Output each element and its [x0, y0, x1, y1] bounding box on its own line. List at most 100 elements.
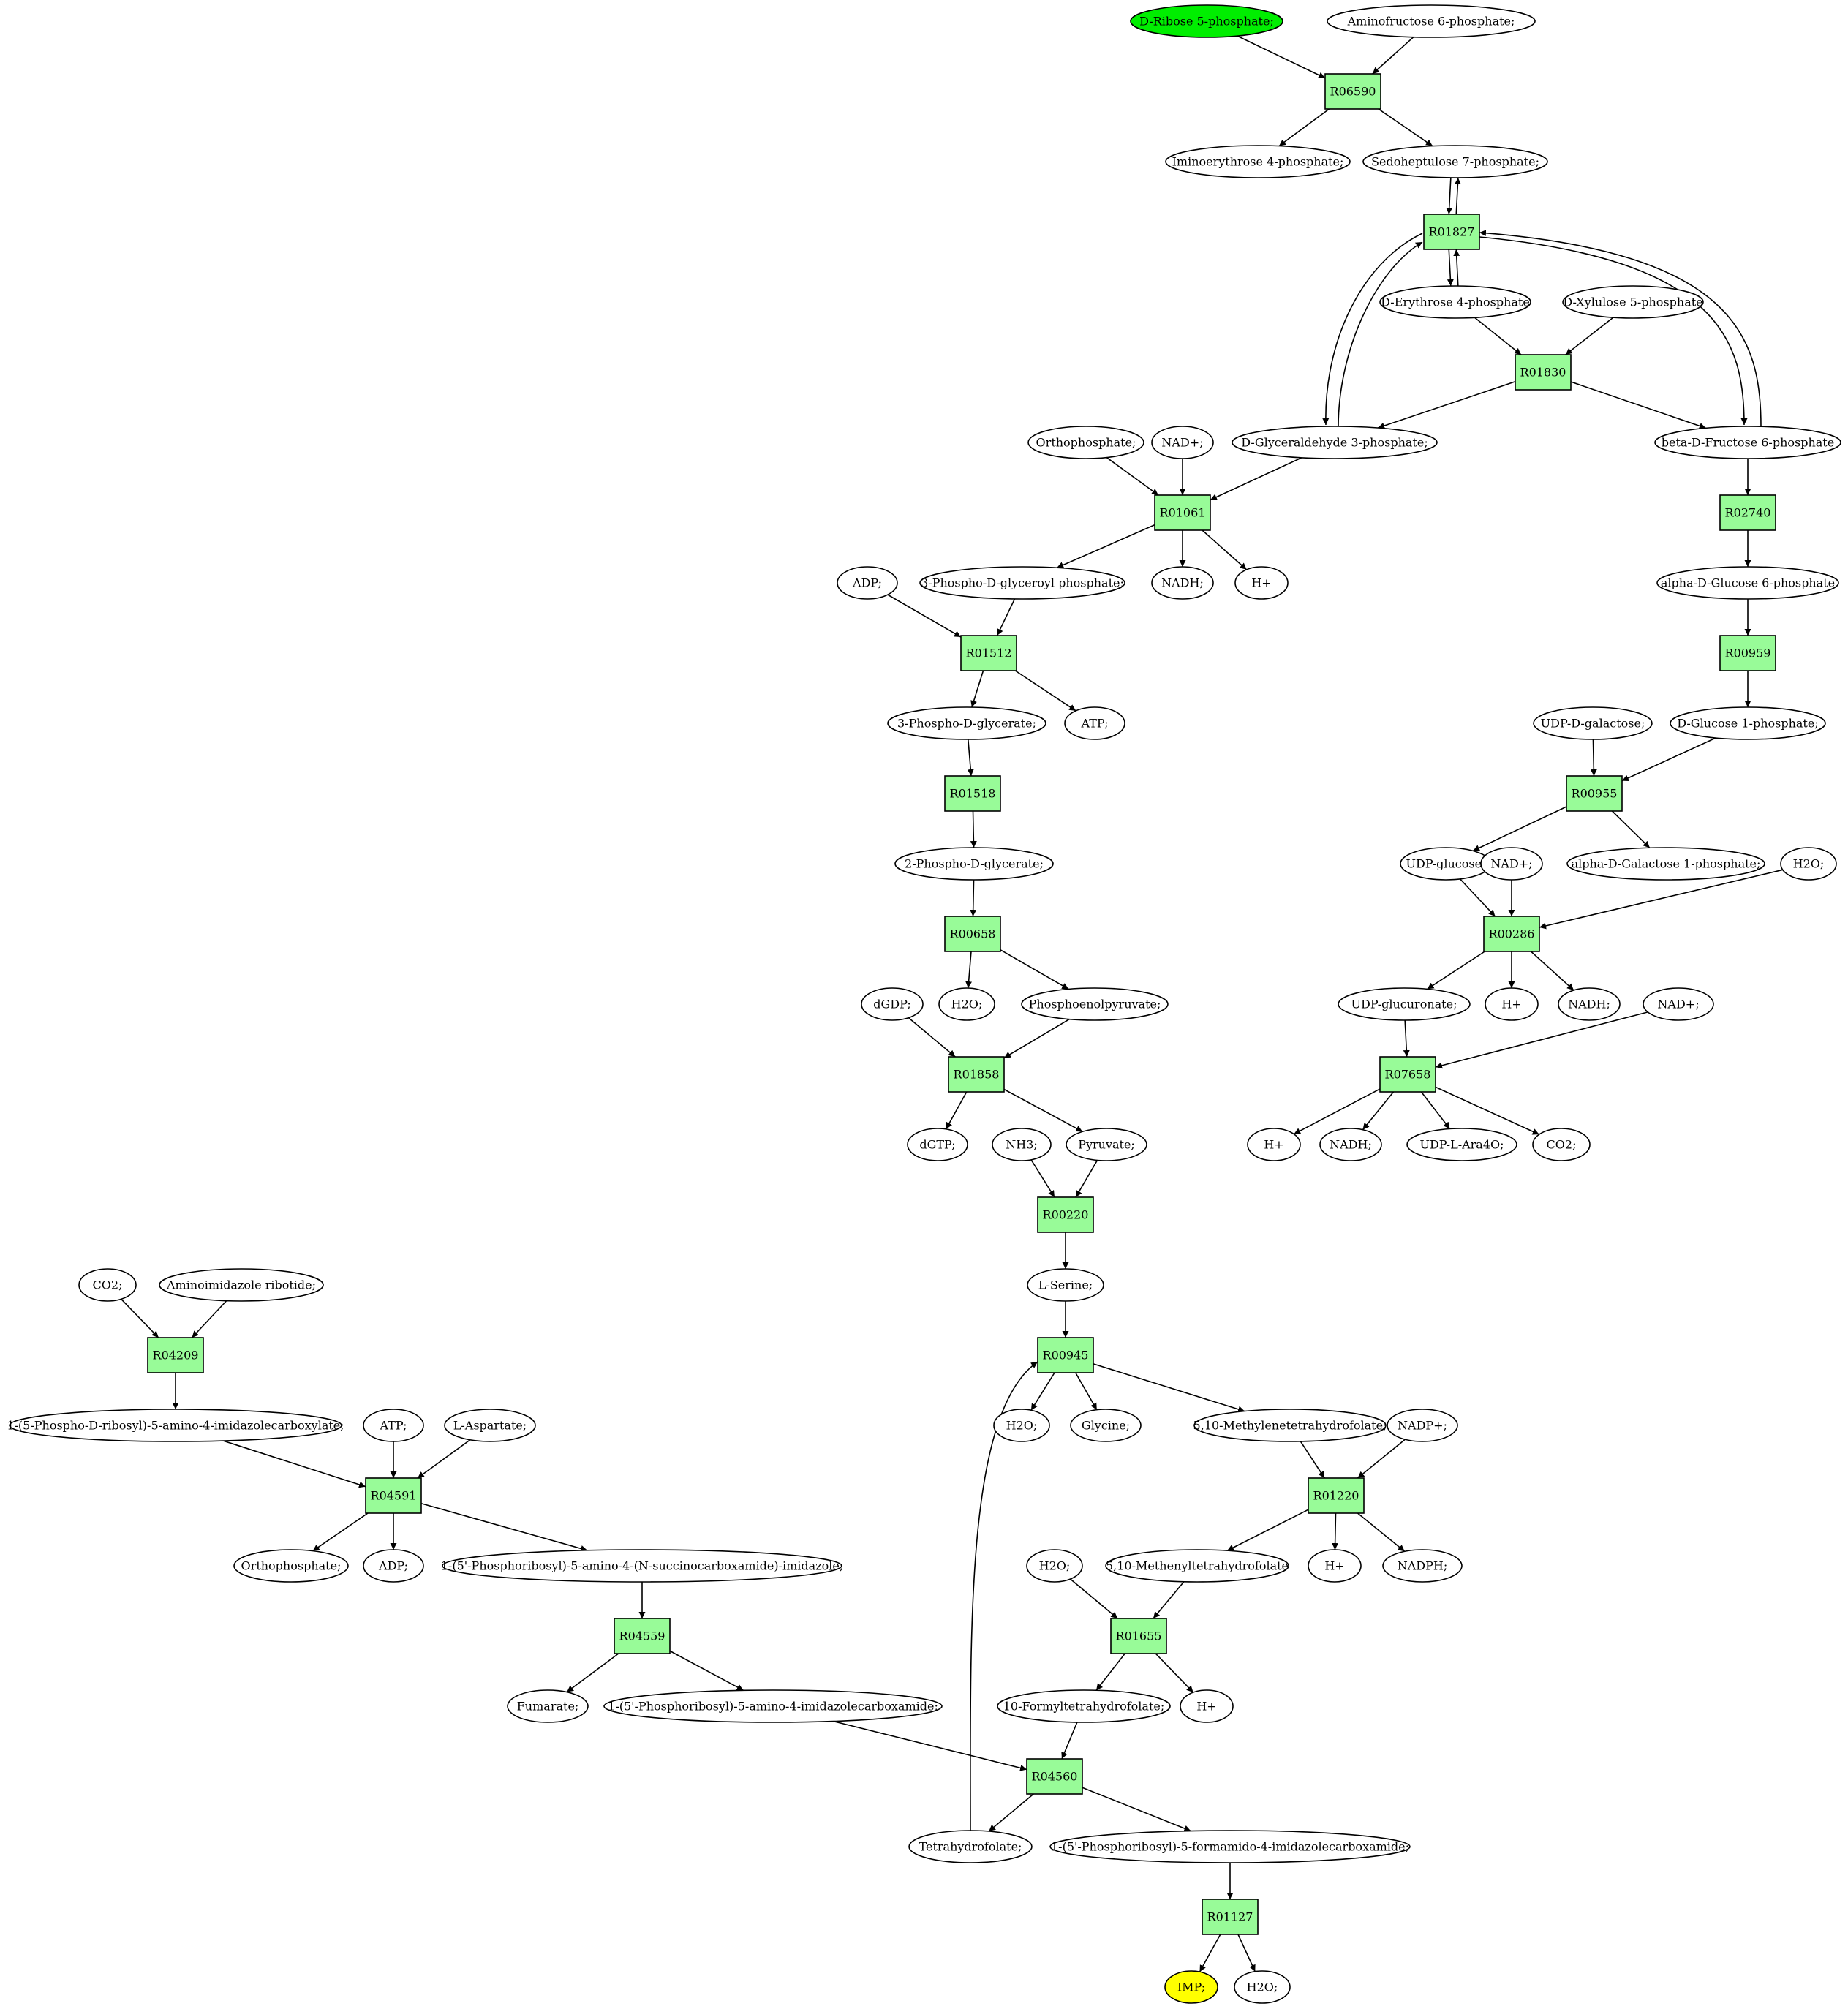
reaction-node[interactable]: R00945 [1037, 1337, 1094, 1373]
compound-node[interactable]: 3-Phospho-D-glycerate; [887, 706, 1046, 740]
edge-c44-r18 [417, 1439, 471, 1479]
compound-label: CO2; [1547, 1138, 1577, 1152]
compound-node[interactable]: 10-Formyltetrahydrofolate; [997, 1689, 1171, 1723]
reaction-node[interactable]: R01518 [944, 775, 1001, 812]
compound-node[interactable]: L-Aspartate; [444, 1409, 536, 1442]
reaction-node[interactable]: R01127 [1202, 1899, 1259, 1935]
compound-node[interactable]: 5,10-Methenyltetrahydrofolate [1105, 1549, 1289, 1583]
compound-node[interactable]: ATP; [363, 1409, 424, 1442]
compound-node[interactable]: Orthophosphate; [233, 1549, 349, 1583]
edge-r16-c45 [1030, 1372, 1055, 1411]
compound-node[interactable]: UDP-glucuronate; [1338, 987, 1471, 1021]
edge-r1-c3 [1278, 108, 1330, 147]
compound-node[interactable]: alpha-D-Glucose 6-phosphate [1656, 566, 1839, 600]
compound-node[interactable]: H+ [1234, 566, 1289, 600]
compound-node[interactable]: NADP+; [1387, 1409, 1458, 1442]
compound-node[interactable]: UDP-D-galactose; [1533, 706, 1653, 740]
reaction-node[interactable]: R01858 [948, 1056, 1005, 1093]
compound-node[interactable]: CO2; [1532, 1128, 1591, 1161]
reaction-box [944, 775, 1001, 812]
reaction-node[interactable]: R00286 [1483, 916, 1540, 952]
compound-node[interactable]: H+ [1180, 1689, 1234, 1723]
compound-node[interactable]: H2O; [938, 987, 995, 1021]
compound-node[interactable]: alpha-D-Galactose 1-phosphate; [1566, 847, 1765, 881]
edge-c2-r1 [1372, 37, 1414, 75]
compound-node[interactable]: Aminofructose 6-phosphate; [1327, 4, 1536, 38]
compound-node[interactable]: Iminoerythrose 4-phosphate; [1165, 145, 1351, 178]
compound-node[interactable]: 1-(5-Phospho-D-ribosyl)-5-amino-4-imidaz… [7, 1409, 344, 1442]
compound-node[interactable]: NADH; [1558, 987, 1621, 1021]
compound-label: Aminofructose 6-phosphate; [1347, 15, 1515, 29]
reaction-node[interactable]: R00220 [1037, 1196, 1094, 1233]
compound-node[interactable]: 1-(5'-Phosphoribosyl)-5-amino-4-imidazol… [603, 1689, 943, 1723]
compound-node[interactable]: NH3; [992, 1128, 1052, 1161]
compound-node[interactable]: D-Erythrose 4-phosphate [1379, 285, 1531, 319]
reaction-node[interactable]: R04559 [614, 1618, 671, 1654]
compound-node[interactable]: Pyruvate; [1066, 1128, 1147, 1161]
compound-node[interactable]: dGTP; [907, 1128, 968, 1161]
reaction-node[interactable]: R02740 [1719, 494, 1776, 531]
compound-node[interactable]: ADP; [363, 1549, 424, 1583]
compound-node[interactable]: NAD+; [1643, 987, 1714, 1021]
compound-node[interactable]: D-Glyceraldehyde 3-phosphate; [1232, 426, 1438, 459]
compound-node[interactable]: 1-(5'-Phosphoribosyl)-5-amino-4-(N-succi… [441, 1549, 844, 1583]
reaction-node[interactable]: R01061 [1154, 494, 1211, 531]
compound-node[interactable]: H+ [1247, 1128, 1301, 1161]
compound-node[interactable]: IMP; [1164, 1970, 1218, 2004]
compound-node[interactable]: NADH; [1319, 1128, 1382, 1161]
compound-node[interactable]: ADP; [837, 566, 898, 600]
compound-node[interactable]: CO2; [78, 1268, 137, 1302]
reaction-node[interactable]: R01512 [960, 635, 1017, 671]
reaction-node[interactable]: R00955 [1566, 775, 1623, 812]
compound-node[interactable]: D-Glucose 1-phosphate; [1670, 706, 1826, 740]
compound-ellipse [233, 1549, 349, 1583]
compound-label: UDP-L-Ara4O; [1419, 1138, 1504, 1152]
compound-node[interactable]: H+ [1308, 1549, 1362, 1583]
reaction-node[interactable]: R04560 [1026, 1758, 1083, 1795]
compound-node[interactable]: 5,10-Methylenetetrahydrofolate; [1193, 1409, 1387, 1442]
compound-node[interactable]: beta-D-Fructose 6-phosphate [1654, 426, 1841, 459]
reaction-label: R01220 [1313, 1489, 1359, 1503]
compound-node[interactable]: Glycine; [1070, 1409, 1142, 1442]
compound-node[interactable]: dGDP; [861, 987, 924, 1021]
compound-node[interactable]: Aminoimidazole ribotide; [159, 1268, 324, 1302]
reaction-box [1719, 494, 1776, 531]
reaction-node[interactable]: R00959 [1719, 635, 1776, 671]
reaction-node[interactable]: R01220 [1308, 1477, 1365, 1514]
reaction-node[interactable]: R07658 [1379, 1056, 1436, 1093]
compound-node[interactable]: H2O; [1026, 1549, 1083, 1583]
edge-c12-r6 [996, 598, 1016, 636]
reaction-node[interactable]: R06590 [1324, 73, 1381, 110]
compound-node[interactable]: D-Ribose 5-phosphate; [1130, 4, 1283, 38]
compound-node[interactable]: Phosphoenolpyruvate; [1021, 987, 1169, 1021]
compound-node[interactable]: NADH; [1151, 566, 1214, 600]
compound-node[interactable]: H+ [1485, 987, 1539, 1021]
compound-node[interactable]: L-Serine; [1027, 1268, 1104, 1302]
compound-node[interactable]: Sedoheptulose 7-phosphate; [1362, 145, 1548, 178]
compound-node[interactable]: UDP-L-Ara4O; [1406, 1128, 1517, 1161]
reaction-node[interactable]: R01830 [1515, 354, 1572, 391]
compound-node[interactable]: Orthophosphate; [1027, 426, 1144, 459]
compound-node[interactable]: Tetrahydrofolate; [908, 1830, 1033, 1863]
reaction-node[interactable]: R04209 [147, 1337, 204, 1373]
compound-node[interactable]: H2O; [1234, 1970, 1291, 2004]
compound-node[interactable]: D-Xylulose 5-phosphate [1562, 285, 1704, 319]
compound-node[interactable]: UDP-glucose; [1400, 847, 1492, 881]
reaction-box [1719, 635, 1776, 671]
compound-node[interactable]: 3-Phospho-D-glyceroyl phosphate; [919, 566, 1125, 600]
compound-node[interactable]: 1-(5'-Phosphoribosyl)-5-formamido-4-imid… [1049, 1830, 1411, 1863]
compound-node[interactable]: H2O; [1780, 847, 1837, 881]
edge-r3-c10 [1570, 381, 1706, 429]
compound-node[interactable]: Fumarate; [507, 1689, 589, 1723]
reaction-node[interactable]: R00658 [944, 916, 1001, 952]
compound-node[interactable]: ATP; [1064, 706, 1125, 740]
compound-node[interactable]: NADPH; [1382, 1549, 1463, 1583]
reaction-node[interactable]: R01827 [1423, 214, 1480, 250]
compound-node[interactable]: NAD+; [1480, 847, 1543, 881]
compound-node[interactable]: H2O; [993, 1409, 1050, 1442]
compound-node[interactable]: 2-Phospho-D-glycerate; [894, 847, 1054, 881]
reaction-node[interactable]: R04591 [365, 1477, 422, 1514]
reaction-node[interactable]: R01655 [1110, 1618, 1167, 1654]
compound-node[interactable]: NAD+; [1151, 426, 1214, 459]
